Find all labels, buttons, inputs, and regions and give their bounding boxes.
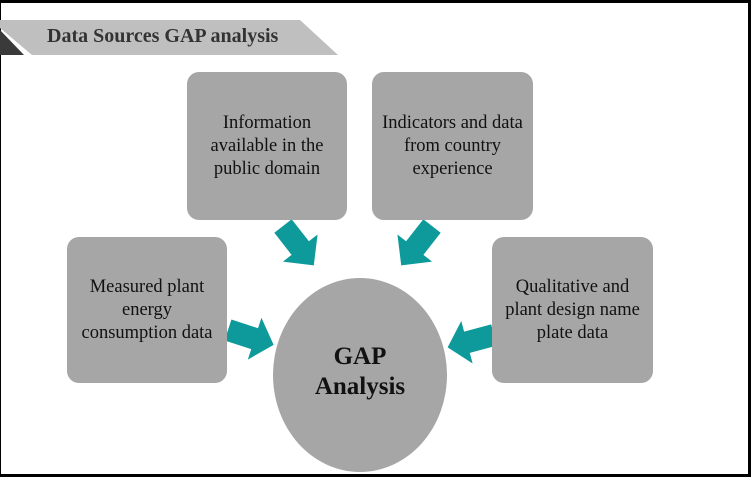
gap-analysis-circle (273, 278, 447, 472)
source-box-measured-energy: Measured plant energy consumption data (67, 237, 227, 383)
center-line-1: GAP (333, 343, 387, 370)
arrow-top-right (397, 219, 441, 266)
slide-title: Data Sources GAP analysis (47, 25, 279, 47)
source-label: Indicators and data from country experie… (382, 112, 523, 179)
gap-analysis-label: GAP Analysis (273, 342, 447, 402)
arrow-right (447, 320, 497, 364)
banner-accent (0, 30, 24, 55)
source-label: Qualitative and plant design name plate … (505, 276, 640, 343)
center-line-2: Analysis (314, 373, 406, 400)
title-banner (0, 20, 338, 55)
source-box-country-experience: Indicators and data from country experie… (372, 72, 533, 220)
source-label: Measured plant energy consumption data (81, 276, 213, 343)
source-box-design-nameplate: Qualitative and plant design name plate … (492, 237, 653, 383)
source-box-public-domain: Information available in the public doma… (187, 72, 347, 220)
arrow-top-left (274, 219, 318, 266)
arrow-left (224, 317, 274, 360)
source-label: Information available in the public doma… (210, 112, 324, 179)
